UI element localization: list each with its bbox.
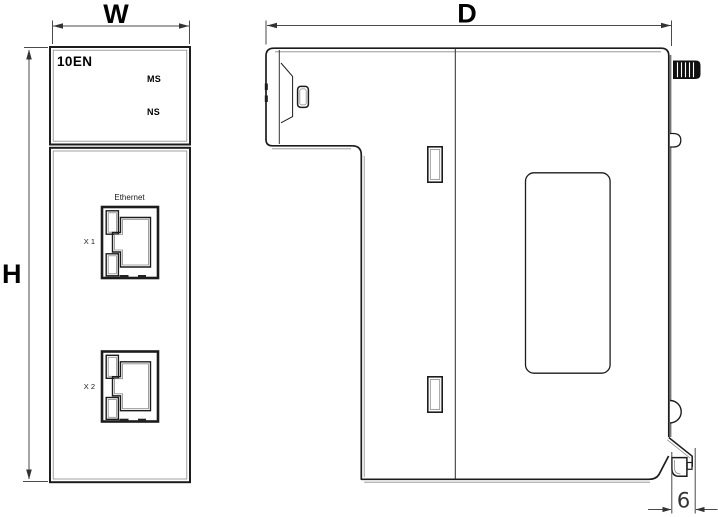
bezel-tick-mark (264, 95, 268, 102)
rj45-socket-opening (111, 216, 152, 268)
label-recess (524, 172, 611, 374)
bezel-slot-inner-line (299, 88, 307, 106)
dim-w-arrow-left (53, 23, 63, 29)
rj45-latch-top-inner (107, 212, 117, 233)
rj45-latch-bottom-inner (107, 255, 117, 275)
rj45-port-x2-icon (100, 350, 160, 423)
din-spring-bump (669, 399, 682, 424)
screw-thread-ridges (676, 62, 695, 78)
rj45-pin-mark (119, 418, 129, 422)
front-bottom-section-inner-line (52, 150, 188, 480)
rj45-socket-inner-line (114, 363, 149, 410)
edge-echo-line (667, 439, 691, 459)
ms-led-label: MS (147, 74, 161, 84)
dim-h-arrow-top (26, 49, 32, 60)
front-view: 10EN MS NS Ethernet X 1 (49, 46, 191, 484)
dimension-din-offset: 6 (648, 448, 718, 514)
port-x1-label: X 1 (84, 237, 95, 246)
bezel-tick-mark (264, 83, 268, 90)
din-hook-notch (686, 461, 693, 470)
dimension-h: H (2, 47, 48, 482)
bezel-slot (296, 85, 310, 109)
dim-h-label: H (2, 259, 22, 289)
dim-6-label: 6 (677, 489, 690, 513)
rj45-pin-mark (119, 275, 129, 278)
threaded-screw-icon (673, 60, 701, 79)
rj45-socket-inner-line (114, 219, 149, 266)
front-bottom-section (49, 146, 191, 484)
dim-6-arrow-left (662, 506, 672, 513)
rj45-latch-top-inner (107, 356, 117, 377)
right-edge-bump (670, 132, 682, 148)
port-x2-label: X 2 (84, 382, 95, 391)
vent-slot-top (426, 146, 443, 184)
din-rail-hook-icon (667, 436, 693, 478)
front-top-section (49, 46, 191, 146)
rj45-latch-bottom (105, 396, 120, 420)
rj45-housing (100, 350, 160, 423)
dim-d-arrow-left (267, 22, 277, 29)
vent-slot-top-inner (429, 149, 441, 180)
dim-w-label: W (103, 0, 129, 29)
ns-led-label: NS (147, 107, 160, 117)
rj45-housing (100, 205, 160, 280)
dimension-w: W (52, 0, 190, 44)
dim-d-label: D (457, 0, 477, 29)
model-label: 10EN (57, 54, 92, 69)
side-body-outline-top (265, 47, 670, 437)
rj45-latch-bottom-inner (107, 399, 117, 418)
dim-6-arrow-right (695, 506, 705, 513)
bezel-chamfer-face (280, 62, 294, 124)
vent-slot-bottom-inner (429, 379, 441, 410)
dim-w-arrow-right (179, 23, 189, 29)
vent-slot-bottom (426, 375, 443, 413)
din-hook-inner-line (674, 460, 681, 475)
rj45-socket-opening (111, 361, 152, 412)
ethernet-label: Ethernet (114, 193, 145, 202)
side-view (264, 47, 701, 483)
dim-d-arrow-right (661, 22, 671, 29)
rj45-port-x1-icon (100, 205, 160, 280)
front-top-section-inner-line (52, 49, 188, 142)
rj45-pin-mark (138, 275, 146, 278)
dimension-d: D (265, 0, 672, 46)
rj45-latch-bottom (105, 253, 120, 277)
rj45-pin-mark (138, 418, 146, 422)
side-body-outline-bottom (265, 139, 670, 481)
dim-h-arrow-bottom (26, 469, 32, 480)
